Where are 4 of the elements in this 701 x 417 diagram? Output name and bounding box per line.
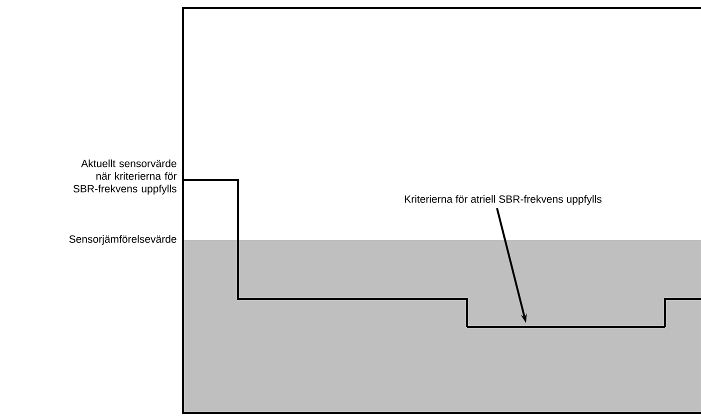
trace-segment xyxy=(467,326,665,328)
axis-label: Aktuellt sensorvärde när kriterierna för SBR-frekvens uppfylls xyxy=(73,160,177,194)
axis-label: Sensorjämförelsevärde xyxy=(69,235,176,245)
callout-text: Kriterierna för atriell SBR-frekvens uppfylls xyxy=(404,195,602,205)
